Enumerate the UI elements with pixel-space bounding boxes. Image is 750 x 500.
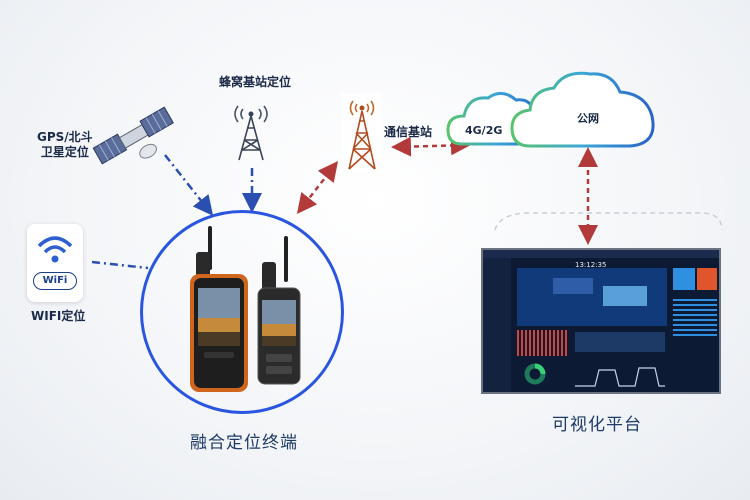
map-zone-1 xyxy=(553,278,593,294)
wifi-logo: WiFi xyxy=(33,272,77,290)
platform-topbar xyxy=(483,250,719,258)
base-station-icon xyxy=(342,93,382,171)
terminal-circle xyxy=(140,210,344,414)
station-label: 通信基站 xyxy=(384,125,433,139)
stat-block-blue xyxy=(673,268,695,290)
donut-chart xyxy=(524,363,546,385)
station-cloud-link xyxy=(391,135,471,157)
cell-tower-icon xyxy=(234,105,268,161)
platform-sidebar xyxy=(483,258,511,392)
wifi-icon xyxy=(37,236,73,263)
wifi-link xyxy=(91,260,149,270)
gps-label-line1: GPS/北斗 xyxy=(37,130,93,144)
wifi-badge: WiFi xyxy=(27,224,83,302)
gps-label: GPS/北斗 卫星定位 xyxy=(37,130,93,160)
table-panel xyxy=(575,332,665,352)
gps-label-line2: 卫星定位 xyxy=(40,145,89,159)
station-link xyxy=(296,161,339,214)
cloud-label: 公网 xyxy=(577,112,599,125)
platform-clock: 13:12:35 xyxy=(575,261,607,269)
satellite-icon xyxy=(92,106,174,165)
platform-screen: 13:12:35 xyxy=(481,248,721,394)
terminal-label: 融合定位终端 xyxy=(190,433,298,453)
bar-chart-blue xyxy=(673,296,717,336)
terminal-devices xyxy=(190,226,301,392)
gps-link xyxy=(164,154,214,216)
wifi-label: WIFI定位 xyxy=(31,309,86,323)
cell-label: 蜂窝基站定位 xyxy=(219,75,292,89)
platform-label: 可视化平台 xyxy=(552,415,642,435)
line-chart xyxy=(575,367,665,387)
stat-block-red xyxy=(697,268,717,290)
cloud-icon xyxy=(446,71,655,148)
map-zone-2 xyxy=(603,286,647,306)
net-label: 4G/2G xyxy=(465,124,503,137)
bar-chart-red xyxy=(517,330,569,356)
